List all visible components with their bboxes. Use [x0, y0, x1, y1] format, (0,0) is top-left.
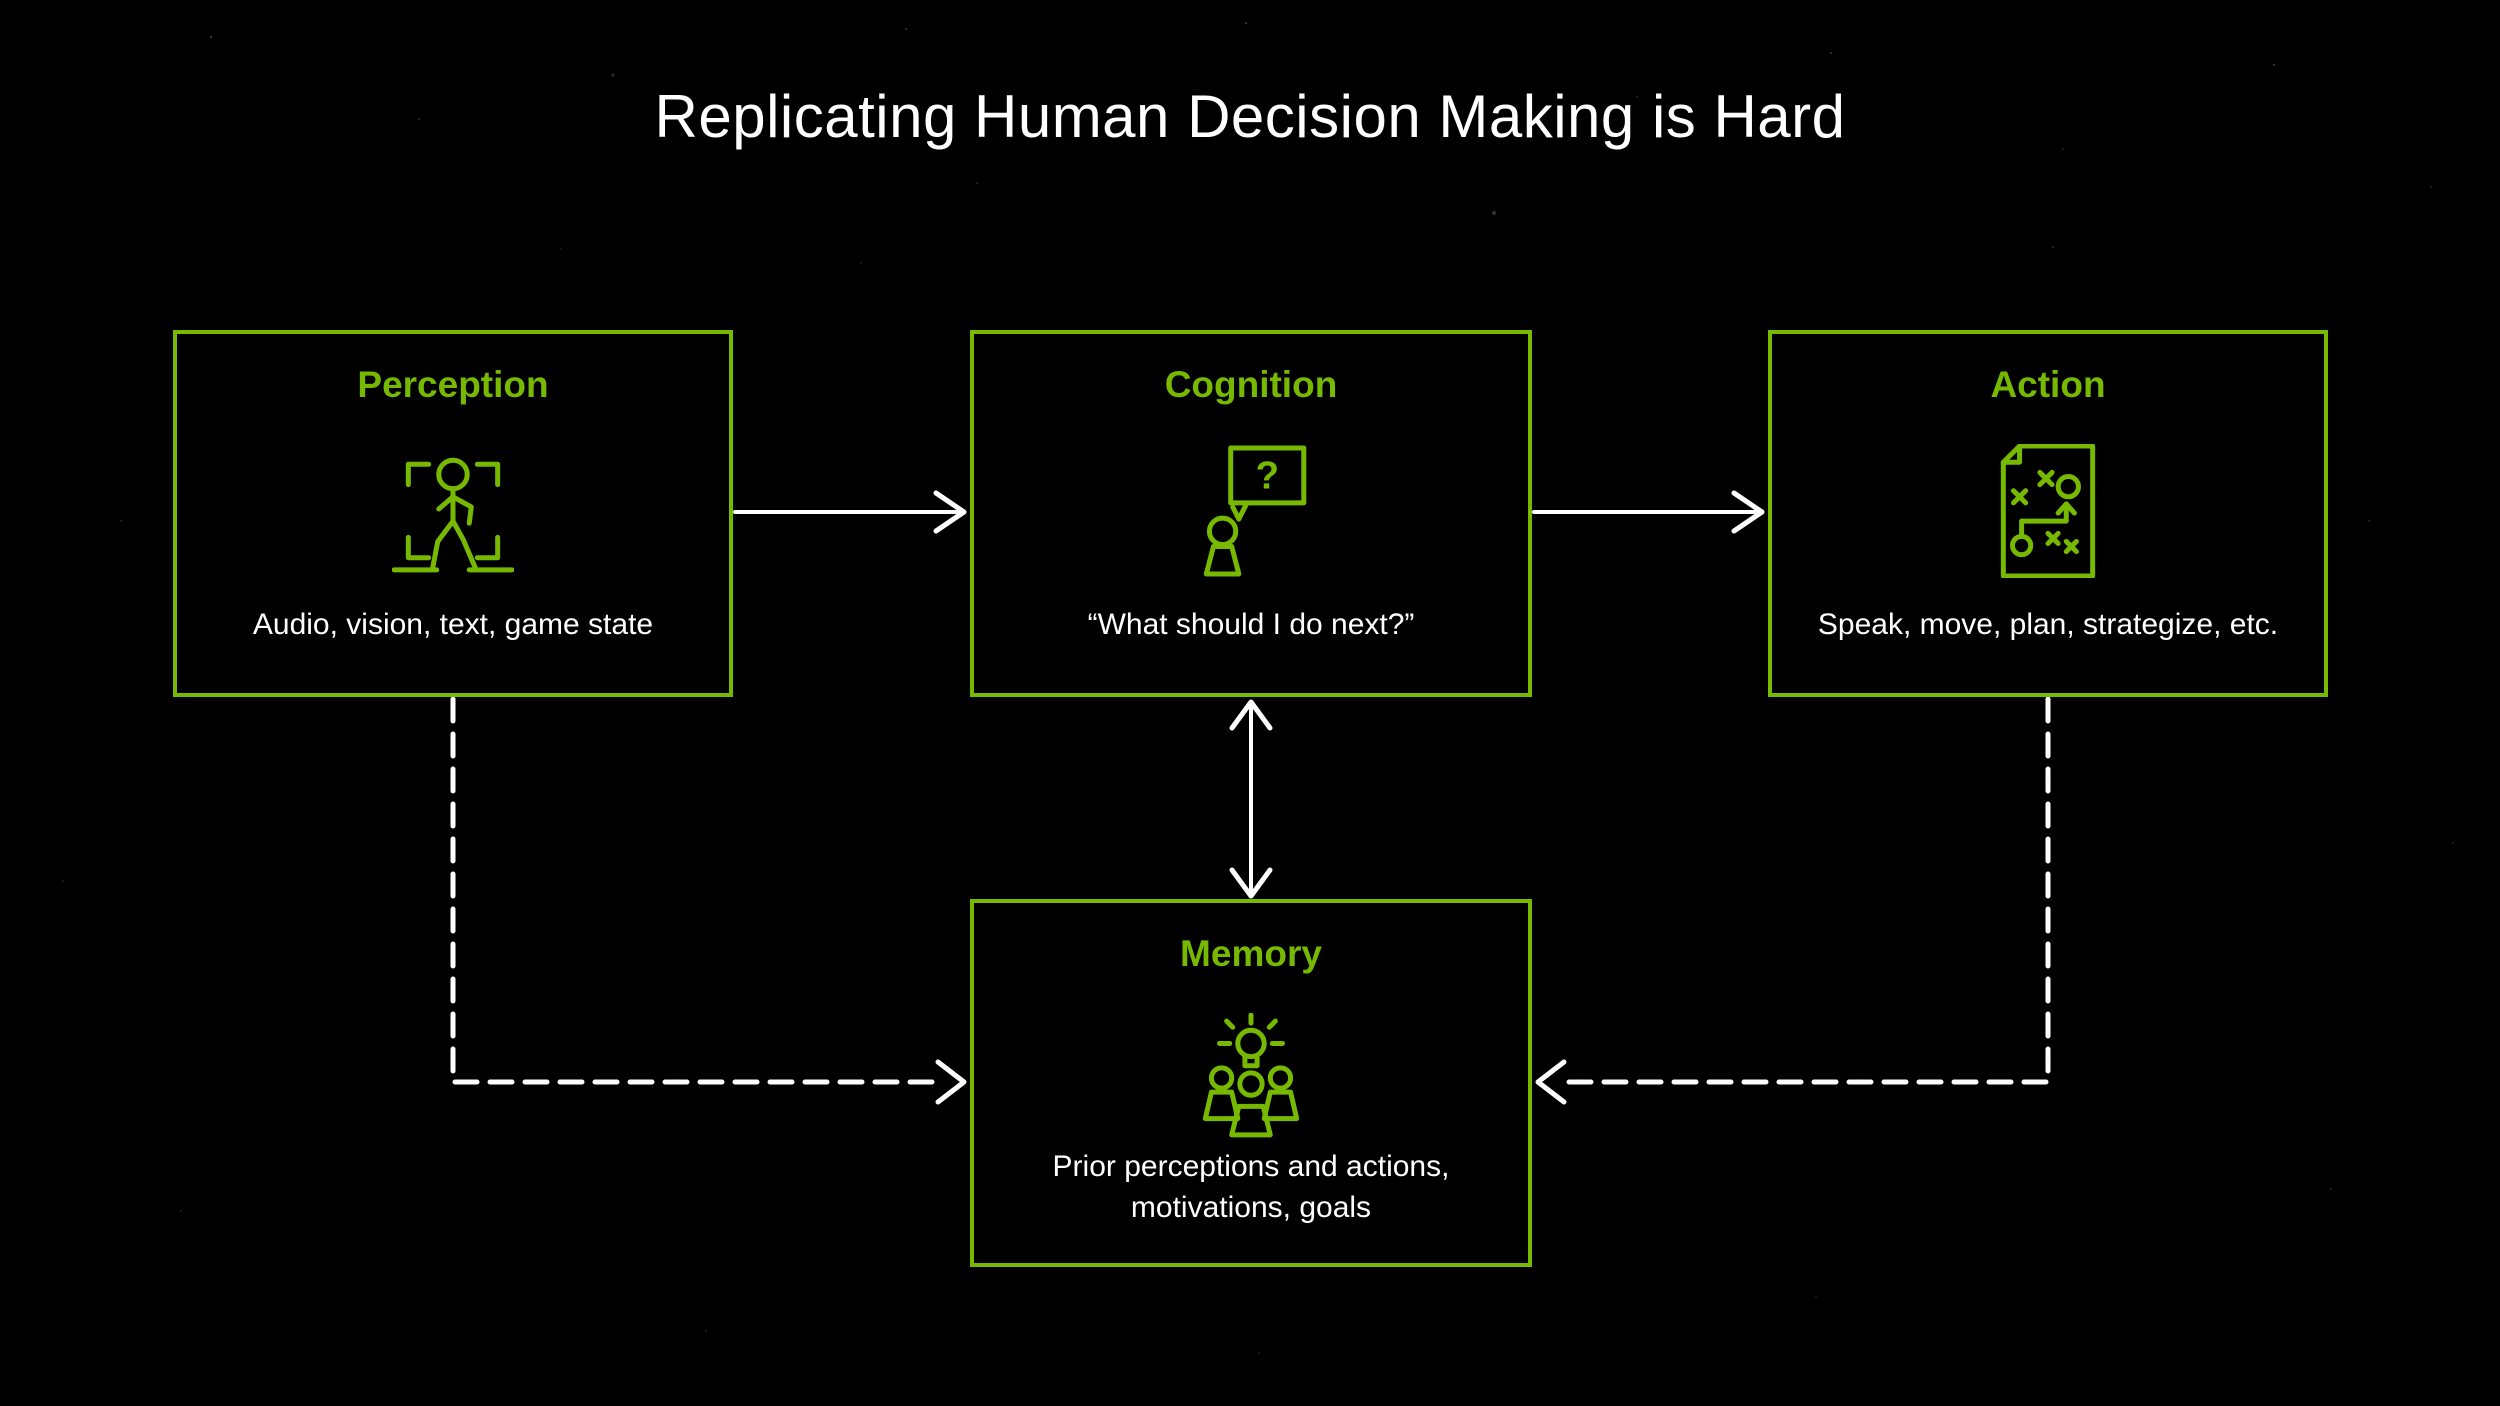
perception-box: Perception Audio, vision, text, game sta… — [173, 330, 733, 697]
walking-person-detection-icon — [392, 444, 514, 578]
cognition-memory-double-arrow — [1229, 699, 1273, 899]
strategy-playbook-document-icon — [1987, 444, 2109, 578]
cognition-to-action-arrow — [1532, 490, 1765, 534]
memory-box-title: Memory — [1180, 933, 1322, 974]
action-box-title: Action — [1990, 364, 2106, 405]
question-mark-glyph: ? — [1255, 455, 1279, 498]
memory-description-line-2: motivations, goals — [1130, 1190, 1372, 1224]
slide-title: Replicating Human Decision Making is Har… — [654, 83, 1846, 150]
memory-box-description: Prior perceptions and actions, motivatio… — [1033, 1147, 1470, 1228]
team-lightbulb-idea-icon — [1185, 1013, 1317, 1147]
memory-description-line-1: Prior perceptions and actions, — [1052, 1150, 1450, 1183]
perception-to-memory-dashed-arrow — [450, 696, 967, 1105]
perception-box-description: Audio, vision, text, game state — [252, 607, 654, 641]
perception-to-cognition-arrow — [733, 490, 967, 534]
perception-box-title: Perception — [357, 364, 549, 405]
action-box-description: Speak, move, plan, strategize, etc. — [1817, 607, 2279, 641]
cognition-box: Cognition ? “What should I do next?” — [970, 330, 1532, 697]
memory-box: Memory Prior perceptions and actions, mo… — [970, 899, 1532, 1267]
cognition-box-title: Cognition — [1164, 364, 1338, 405]
action-to-memory-dashed-arrow — [1535, 696, 2051, 1105]
question-speech-bubble-person-icon: ? — [1190, 444, 1312, 578]
action-box: Action Speak, move, plan, strategize, et… — [1768, 330, 2328, 697]
cognition-box-description: “What should I do next?” — [1087, 607, 1415, 641]
